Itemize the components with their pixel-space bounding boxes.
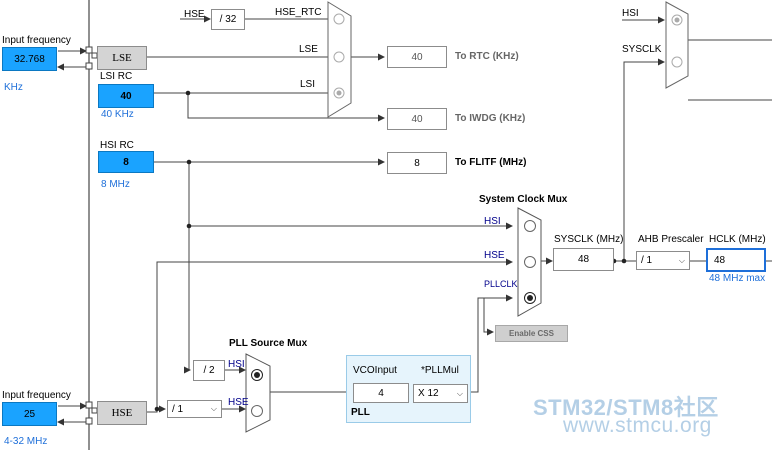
hse-pll-divider-value: / 1	[172, 403, 184, 415]
lse-input-frequency-label: Input frequency	[2, 35, 71, 46]
enable-css-button[interactable]: Enable CSS	[495, 325, 568, 342]
chevron-down-icon: ⌵	[678, 255, 685, 265]
ahb-prescaler-select[interactable]: / 1 ⌵	[636, 251, 690, 270]
flitf-output-value: 8	[387, 152, 447, 174]
watermark-stm32: STM32/	[533, 395, 614, 420]
rtc-mux-lsi-label: LSI	[300, 79, 316, 90]
pll-mul-label: *PLLMul	[421, 365, 459, 376]
lse-input-unit: KHz	[4, 82, 23, 93]
rtc-mux-shape	[327, 1, 352, 118]
hse-source-block[interactable]: HSE	[97, 401, 147, 425]
lse-input-frequency-field[interactable]: 32.768	[2, 47, 57, 71]
sysclk-mux-pllclk-radio[interactable]	[524, 292, 537, 305]
chevron-down-icon: ⌵	[210, 404, 217, 413]
hse-pll-divider-select[interactable]: / 1 ⌵	[167, 400, 222, 418]
sysclk-value: 48	[553, 248, 614, 271]
rtc-output-value: 40	[387, 46, 447, 68]
hclk-max-note: 48 MHz max	[709, 273, 766, 284]
pll-source-mux-shape	[245, 353, 271, 433]
hsi-pll-divider: / 2	[193, 360, 225, 381]
pll-source-mux-title: PLL Source Mux	[229, 338, 308, 349]
pll-mul-value: X 12	[418, 388, 439, 399]
hse-input-unit: 4-32 MHz	[4, 436, 48, 447]
rtc-hse-input-label: HSE	[184, 9, 205, 20]
sysclk-mux-hsi-radio[interactable]	[524, 220, 537, 233]
ahb-prescaler-value: / 1	[641, 255, 653, 266]
watermark-stm8: STM8	[613, 395, 674, 420]
pll-source-hsi-radio[interactable]	[251, 369, 264, 382]
pll-panel: VCOInput 4 *PLLMul X 12 ⌵ PLL	[346, 355, 471, 423]
iwdg-output-label: To IWDG (KHz)	[455, 113, 526, 124]
lsi-rc-value: 40	[98, 84, 154, 108]
watermark-title: STM32/STM8社区	[533, 390, 719, 422]
chevron-down-icon: ⌵	[456, 388, 463, 398]
top-right-mux-shape	[665, 1, 689, 89]
flitf-output-label: To FLITF (MHz)	[455, 157, 527, 168]
hclk-label: HCLK (MHz)	[709, 234, 766, 245]
vco-input-value: 4	[353, 383, 409, 403]
watermark-url: www.stmcu.org	[563, 414, 712, 437]
rtc-output-label: To RTC (KHz)	[455, 51, 519, 62]
pll-source-hse-radio[interactable]	[251, 405, 264, 418]
sysclk-mux-pllclk-label: PLLCLK	[484, 279, 518, 289]
pll-source-hsi-label: HSI	[228, 359, 245, 370]
hse-input-frequency-label: Input frequency	[2, 390, 71, 401]
sysclk-mux-shape	[517, 207, 542, 317]
sysclk-mux-hse-label: HSE	[484, 250, 505, 261]
hse-rtc-label: HSE_RTC	[275, 7, 322, 18]
top-right-mux-sysclk-label: SYSCLK	[622, 44, 662, 55]
hse-rtc-divider[interactable]: / 32	[211, 9, 245, 30]
sysclk-mux-hse-radio[interactable]	[524, 256, 537, 269]
pll-source-hse-label: HSE	[228, 397, 249, 408]
hsi-rc-unit: 8 MHz	[101, 179, 130, 190]
junction-dots	[154, 90, 627, 412]
sysclk-label: SYSCLK (MHz)	[554, 234, 624, 245]
pll-mul-select[interactable]: X 12 ⌵	[413, 384, 468, 403]
lsi-rc-label: LSI RC	[100, 71, 133, 82]
hsi-rc-label: HSI RC	[100, 140, 134, 151]
top-right-mux-hsi-label: HSI	[622, 8, 639, 19]
hclk-input[interactable]: 48	[706, 248, 766, 272]
iwdg-output-value: 40	[387, 108, 447, 130]
ahb-prescaler-label: AHB Prescaler	[638, 234, 704, 245]
lsi-rc-unit: 40 KHz	[101, 109, 134, 120]
lse-source-block[interactable]: LSE	[97, 46, 147, 70]
rtc-mux-lse-label: LSE	[299, 44, 318, 55]
system-clock-mux-title: System Clock Mux	[479, 194, 568, 205]
hsi-rc-value: 8	[98, 151, 154, 173]
pll-name-label: PLL	[351, 407, 370, 418]
vco-input-label: VCOInput	[353, 365, 397, 376]
watermark-community: 社区	[673, 395, 719, 420]
hse-input-frequency-field[interactable]: 25	[2, 402, 57, 426]
sysclk-mux-hsi-label: HSI	[484, 216, 501, 227]
